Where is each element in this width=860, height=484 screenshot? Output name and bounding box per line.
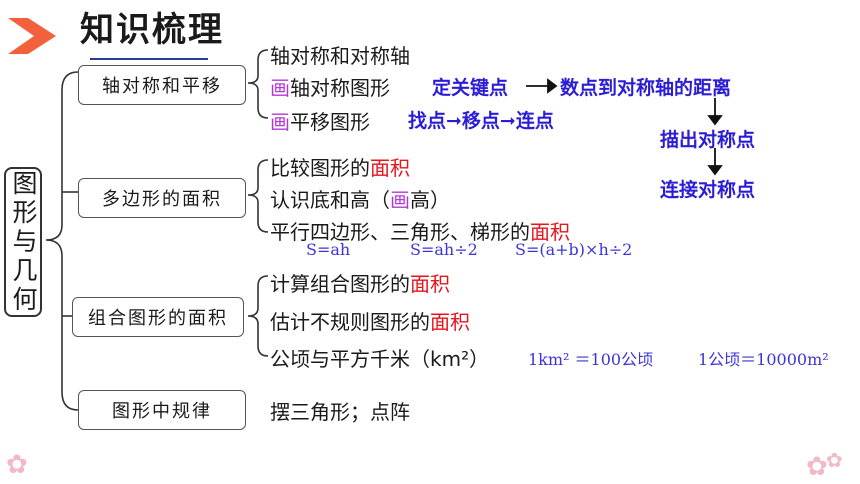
formula-km2-hectare: 1km² ＝100公顷 bbox=[528, 350, 654, 369]
note-count-distance: 数点到对称轴的距离 bbox=[560, 77, 732, 99]
root-brace bbox=[45, 71, 79, 411]
formula-hectare-m2: 1公顷＝10000m² bbox=[698, 350, 829, 369]
item-draw-symmetric: 画轴对称图形 bbox=[270, 76, 390, 100]
cat3-brace bbox=[247, 275, 269, 357]
formula-trapezoid: S=(a+b)×h÷2 bbox=[515, 240, 633, 259]
arrow-down-icon bbox=[707, 115, 723, 126]
formula-parallelogram: S=ah bbox=[306, 240, 351, 259]
item-composite-area: 计算组合图形的面积 bbox=[270, 272, 450, 296]
item-draw-translation: 画平移图形 bbox=[270, 110, 370, 134]
formula-triangle: S=ah÷2 bbox=[410, 240, 478, 259]
item-pattern: 摆三角形；点阵 bbox=[270, 400, 410, 424]
root-node: 图形与几何 bbox=[4, 167, 42, 317]
item-axis-symmetry: 轴对称和对称轴 bbox=[270, 44, 410, 68]
note-draw-points: 描出对称点 bbox=[660, 129, 756, 151]
chevron-right-icon bbox=[8, 18, 56, 54]
flower-icon: ✿ bbox=[826, 448, 843, 472]
arrow-right-icon bbox=[547, 78, 558, 94]
flower-icon: ✿ bbox=[806, 452, 828, 482]
note-translation-steps: 找点➞移点➞连点 bbox=[408, 110, 554, 132]
item-units: 公顷与平方千米（km²） bbox=[270, 347, 490, 371]
item-polygon-areas: 平行四边形、三角形、梯形的面积 bbox=[270, 220, 570, 244]
page-title: 知识梳理 bbox=[80, 10, 224, 50]
item-estimate-area: 估计不规则图形的面积 bbox=[270, 310, 470, 334]
item-base-height: 认识底和高（画高） bbox=[270, 188, 450, 212]
category-axis-symmetry-translation: 轴对称和平移 bbox=[78, 65, 246, 105]
category-composite-area: 组合图形的面积 bbox=[72, 297, 244, 337]
category-polygon-area: 多边形的面积 bbox=[78, 178, 246, 218]
category-pattern: 图形中规律 bbox=[78, 390, 246, 430]
title-underline bbox=[90, 58, 208, 60]
cat2-brace bbox=[247, 159, 269, 233]
arrow-down-icon bbox=[707, 165, 723, 176]
cat1-brace bbox=[247, 49, 269, 119]
item-compare-area: 比较图形的面积 bbox=[270, 156, 410, 180]
note-key-points: 定关键点 bbox=[432, 77, 509, 99]
flower-icon: ✿ bbox=[6, 450, 28, 480]
note-connect-points: 连接对称点 bbox=[660, 179, 756, 201]
